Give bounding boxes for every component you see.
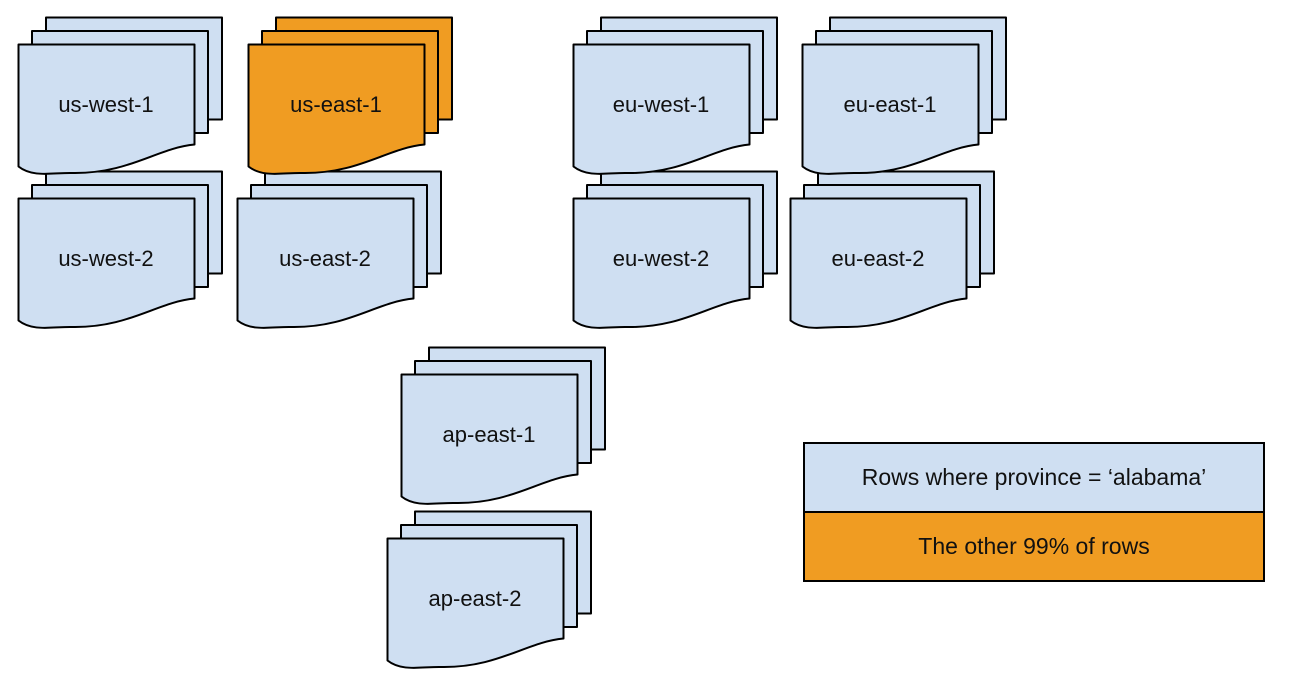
doc-sheet-front	[572, 197, 751, 329]
doc-sheet-front	[236, 197, 415, 329]
doc-sheet-front	[400, 373, 579, 505]
region-label: us-west-2	[58, 246, 153, 271]
doc-stack-us-west-1: us-west-1	[17, 16, 223, 175]
doc-stack-eu-east-2: eu-east-2	[789, 170, 995, 329]
doc-stack-eu-west-2: eu-west-2	[572, 170, 778, 329]
region-label: us-east-1	[290, 92, 382, 117]
region-label: ap-east-2	[429, 586, 522, 611]
doc-sheet-front	[386, 537, 565, 669]
doc-sheet-front	[247, 43, 426, 175]
legend-item-other-rows: The other 99% of rows	[805, 511, 1263, 580]
doc-stack-ap-east-2: ap-east-2	[386, 510, 592, 669]
doc-stack-ap-east-1: ap-east-1	[400, 346, 606, 505]
region-label: us-west-1	[58, 92, 153, 117]
region-label: eu-east-1	[844, 92, 937, 117]
legend-item-label: The other 99% of rows	[918, 533, 1150, 559]
legend: Rows where province = ‘alabama’ The othe…	[803, 442, 1265, 582]
region-label: ap-east-1	[443, 422, 536, 447]
region-label: eu-east-2	[832, 246, 925, 271]
legend-item-label: Rows where province = ‘alabama’	[861, 464, 1207, 490]
doc-stack-eu-west-1: eu-west-1	[572, 16, 778, 175]
doc-stack-us-east-1: us-east-1	[247, 16, 453, 175]
region-label: eu-west-1	[613, 92, 710, 117]
region-label: us-east-2	[279, 246, 371, 271]
doc-stack-us-east-2: us-east-2	[236, 170, 442, 329]
doc-stack-eu-east-1: eu-east-1	[801, 16, 1007, 175]
doc-sheet-front	[801, 43, 980, 175]
legend-item-alabama-rows: Rows where province = ‘alabama’	[805, 444, 1263, 511]
doc-stack-us-west-2: us-west-2	[17, 170, 223, 329]
doc-sheet-front	[572, 43, 751, 175]
doc-sheet-front	[17, 197, 196, 329]
region-label: eu-west-2	[613, 246, 710, 271]
doc-sheet-front	[789, 197, 968, 329]
doc-sheet-front	[17, 43, 196, 175]
